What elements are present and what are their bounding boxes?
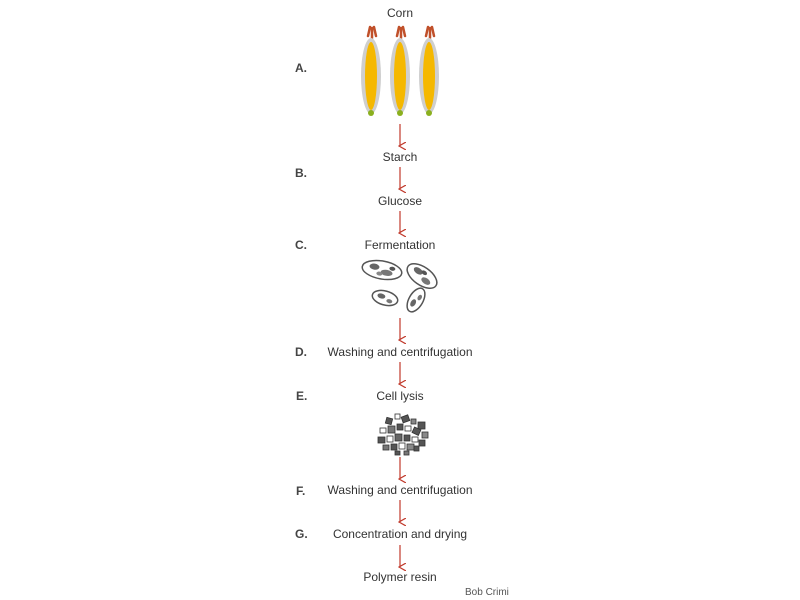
step-label-d: D. <box>295 345 307 359</box>
step-label-g: G. <box>295 527 308 541</box>
bacterium-cell <box>371 289 399 307</box>
step-label-e: E. <box>296 389 308 403</box>
step-fermentation: Fermentation <box>364 238 436 252</box>
lysed-cell-debris-illustration <box>377 413 429 456</box>
bacteria-cells-illustration <box>361 259 438 313</box>
step-washing-2: Washing and centrifugation <box>327 483 473 497</box>
step-label-c: C. <box>295 238 307 252</box>
step-washing-1: Washing and centrifugation <box>327 345 473 359</box>
step-glucose: Glucose <box>377 194 423 208</box>
step-corn: Corn <box>386 6 414 20</box>
step-cell-lysis: Cell lysis <box>376 389 424 403</box>
bacterium-cell <box>406 287 426 313</box>
step-label-b: B. <box>295 166 307 180</box>
step-concentration: Concentration and drying <box>332 527 468 541</box>
artist-credit: Bob Crimi <box>465 587 509 598</box>
corn-ear <box>390 25 410 116</box>
corn-ear <box>419 25 439 116</box>
step-label-f: F. <box>296 484 306 498</box>
bacterium-cell <box>406 263 438 289</box>
bacterium-cell <box>361 259 403 281</box>
step-label-a: A. <box>295 61 307 75</box>
step-starch: Starch <box>382 150 418 164</box>
step-polymer-resin: Polymer resin <box>363 570 437 584</box>
corn-ear-illustration <box>361 25 439 116</box>
corn-ear <box>361 25 381 116</box>
